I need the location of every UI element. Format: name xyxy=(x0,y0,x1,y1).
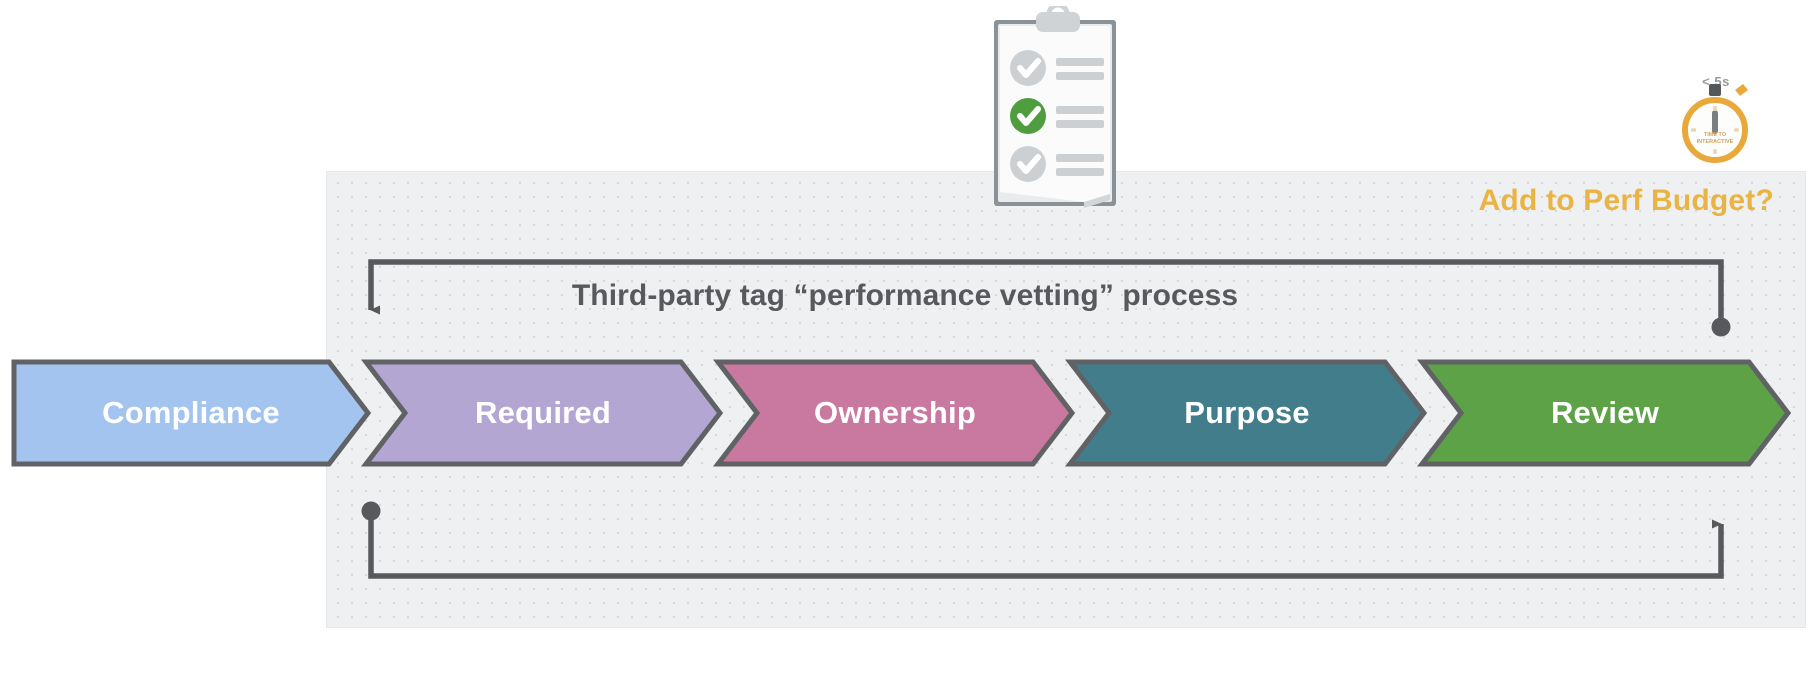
clipboard-checklist-icon xyxy=(988,2,1132,222)
step-ownership[interactable]: Ownership xyxy=(712,359,1076,467)
stopwatch-icon: TIME TO INTERACTIVE xyxy=(1669,68,1761,168)
process-title: Third-party tag “performance vetting” pr… xyxy=(571,279,1239,312)
step-required[interactable]: Required xyxy=(360,359,724,467)
step-compliance[interactable]: Compliance xyxy=(11,359,372,467)
bottom-feedback-loop xyxy=(361,501,1724,579)
step-review[interactable]: Review xyxy=(1416,359,1792,467)
top-loop-start-dot xyxy=(1711,317,1731,337)
stopwatch-face-line1: TIME TO xyxy=(1704,132,1727,138)
top-feedback-loop xyxy=(368,259,1731,337)
step-purpose[interactable]: Purpose xyxy=(1064,359,1428,467)
stopwatch-threshold-label: < 5s xyxy=(1702,74,1730,89)
add-to-perf-budget-label: Add to Perf Budget? xyxy=(1478,184,1774,217)
stopwatch-face-line2: INTERACTIVE xyxy=(1697,139,1734,145)
bottom-loop-start-dot xyxy=(361,501,381,521)
